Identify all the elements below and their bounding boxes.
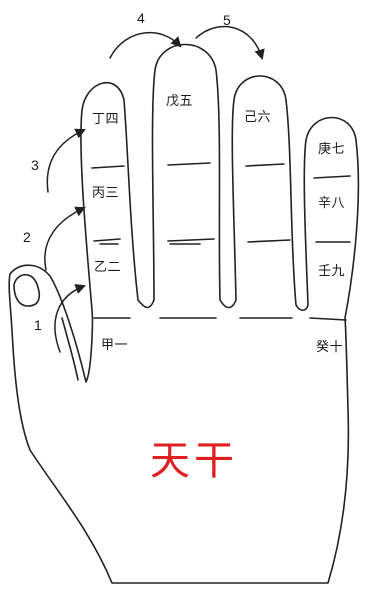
- stem-jia: 甲一: [101, 338, 129, 353]
- arrow-label-4: 4: [137, 10, 145, 26]
- arrow-2: [44, 206, 86, 271]
- arrow-label-3: 3: [31, 157, 39, 173]
- arrow-label-2: 2: [23, 229, 31, 245]
- stem-yi: 乙二: [94, 260, 122, 275]
- crease: [91, 165, 125, 169]
- arrow-3: [46, 128, 86, 193]
- stem-xin: 辛八: [318, 196, 346, 211]
- arrow-label-5: 5: [223, 12, 231, 28]
- stem-ding: 丁四: [92, 112, 120, 127]
- crease: [247, 239, 291, 243]
- stem-bing: 丙三: [92, 186, 120, 201]
- arrow-4: [109, 31, 182, 59]
- crease: [309, 317, 347, 321]
- crease: [245, 163, 285, 167]
- diagram-title: 天干: [150, 438, 238, 484]
- stem-ren: 壬九: [318, 264, 346, 279]
- stem-wu: 戊五: [166, 94, 194, 109]
- stem-gui: 癸十: [316, 340, 344, 355]
- crease: [313, 175, 351, 179]
- stem-geng: 庚七: [318, 142, 346, 157]
- crease: [167, 238, 215, 245]
- thumbnail: [13, 273, 41, 307]
- stem-ji: 己六: [244, 110, 272, 125]
- hand-outline: [8, 43, 360, 584]
- crease: [93, 238, 121, 245]
- arrow-label-1: 1: [34, 317, 42, 333]
- arrow-5: [195, 25, 265, 61]
- crease: [167, 162, 211, 166]
- arrow-1: [54, 284, 86, 353]
